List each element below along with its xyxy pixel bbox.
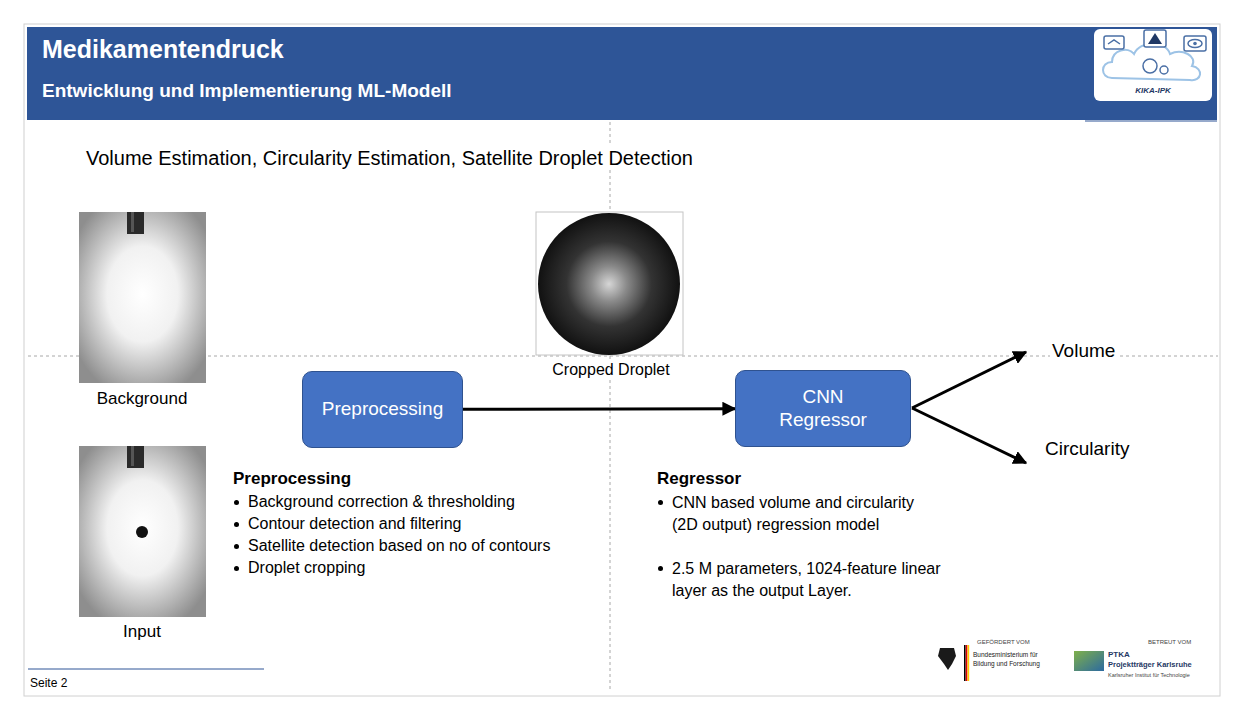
logo-brain [1143,59,1157,73]
logo-panel [1094,29,1212,101]
bullet-text: 2.5 M parameters, 1024-feature linear la… [672,558,944,602]
bullet-dot [234,500,239,505]
input-photo [79,446,206,617]
bullet-text: Droplet cropping [248,558,365,577]
droplet [538,213,680,355]
bullet-text: Contour detection and filtering [248,514,461,533]
slide-title: Medikamentendruck [42,34,284,64]
eagle-symbol [938,648,956,670]
nozzle [127,212,144,234]
logo-eye [1193,42,1197,46]
droplet [136,526,148,538]
funder-caption: GEFÖRDERT VOM [977,639,1030,646]
nozzle [131,446,134,466]
bullet-dot [658,566,663,571]
output-label: Circularity [1045,438,1129,461]
flag-stripe [968,645,970,681]
logo-icon [1108,40,1120,44]
background-photo [79,212,206,383]
process-box: CNN Regressor [735,370,911,447]
guide-line [28,356,1218,357]
logo-icon [1104,36,1124,49]
image-caption: Cropped Droplet [534,360,688,379]
logo-text: KIKA-IPK [1123,86,1183,96]
nozzle [127,446,144,468]
logo-icon [1184,36,1206,51]
footer-rule [28,669,264,670]
image-caption: Input [82,622,202,642]
slide-frame [24,24,1220,696]
flag-stripe [966,645,968,681]
output-arrow [912,408,1026,463]
output-arrow [912,352,1026,408]
logo-gear [1160,66,1168,74]
funder-name: Projektträger Karlsruhe [1108,660,1192,669]
logo-warning [1148,33,1162,44]
cropped-photo [536,212,683,355]
output-label: Volume [1050,340,1117,363]
bullet-dot [234,544,239,549]
funder-name: Bundesministerium für Bildung und Forsch… [973,651,1043,669]
guide-line [610,122,611,692]
bullet-dot [234,522,239,527]
flow-arrow [463,407,735,411]
bullet-dot [658,500,663,505]
header-rule [1085,121,1217,122]
flag-stripe [964,645,966,681]
header-bar [27,27,1217,120]
slide-subtitle: Entwicklung und Implementierung ML-Model… [42,80,452,103]
box-label: Preprocessing [322,398,443,421]
funder-name: Karlsruher Institut für Technologie [1108,672,1190,679]
bullet-text: CNN based volume and circularity (2D out… [672,492,944,536]
nozzle [131,212,134,232]
bullet-text: Satellite detection based on no of conto… [248,536,550,555]
image-caption: Background [82,389,202,409]
section-heading: Regressor [657,469,741,489]
logo-eye [1188,40,1202,48]
process-box: Preprocessing [302,371,463,448]
bullet-text: Background correction & thresholding [248,492,515,511]
section-heading: Preprocessing [233,469,351,489]
slide-heading: Volume Estimation, Circularity Estimatio… [84,146,695,170]
box-label: CNN Regressor [767,386,879,432]
ptka-logo [1074,651,1104,671]
page-number: Seite 2 [30,676,67,690]
funder-caption: BETREUT VOM [1148,639,1191,646]
bullet-dot [234,566,239,571]
logo-icon [1144,30,1166,47]
funder-name: PTKA [1108,650,1130,660]
